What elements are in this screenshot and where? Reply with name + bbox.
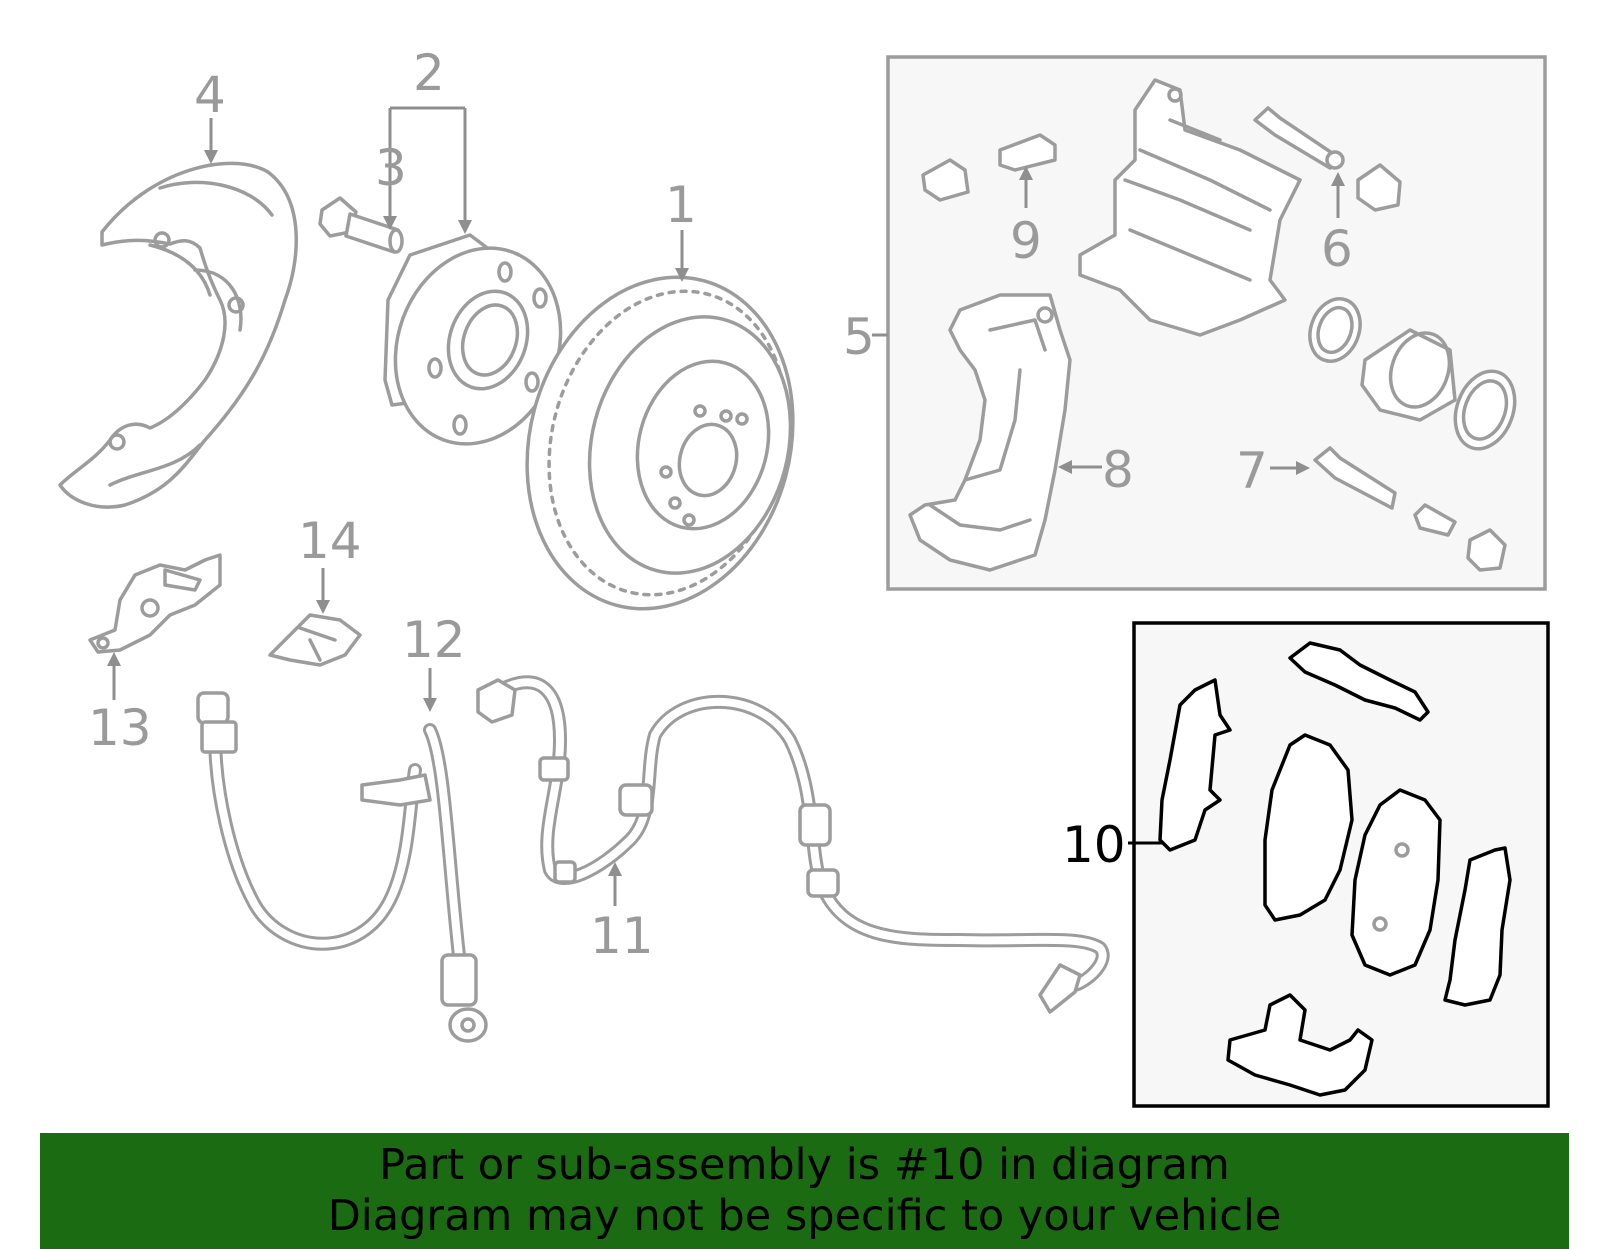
callout-13: 13 [88, 699, 152, 757]
hub-bearing-part [383, 233, 563, 446]
callout-12: 12 [402, 611, 466, 669]
info-banner: Part or sub-assembly is #10 in diagram D… [40, 1133, 1569, 1249]
callout-5: 5 [843, 308, 875, 366]
banner-line-2: Diagram may not be specific to your vehi… [327, 1191, 1282, 1241]
brake-pad-inner [1263, 733, 1354, 922]
bracket-part-13 [88, 553, 222, 654]
callout-8: 8 [1102, 441, 1134, 499]
abs-sensor-wire-part [476, 675, 1110, 1014]
pad-clip-right [1443, 846, 1512, 1007]
callout-2: 2 [413, 44, 445, 102]
pad-shim-bottom [1226, 993, 1374, 1097]
callout-11: 11 [590, 907, 654, 965]
pad-clip-left [1158, 678, 1232, 852]
banner-line-1: Part or sub-assembly is #10 in diagram [379, 1140, 1230, 1190]
callout-3: 3 [375, 139, 407, 197]
callout-7: 7 [1236, 442, 1268, 500]
callout-6: 6 [1321, 220, 1353, 278]
callout-10: 10 [1062, 816, 1126, 874]
callout-leaders [107, 106, 1345, 906]
brake-hose-part [196, 691, 488, 1043]
callout-1: 1 [665, 176, 697, 234]
pad-shim-top [1288, 641, 1430, 722]
parts-diagram: 1 2 3 4 5 6 7 8 9 10 11 12 13 14 [58, 44, 1550, 1108]
callout-14: 14 [298, 512, 362, 570]
brake-pad-set-part [1158, 641, 1512, 1097]
hub-bolt-part [318, 196, 404, 254]
callout-4: 4 [194, 66, 226, 124]
brake-rotor-part [525, 275, 795, 611]
splash-shield-part [58, 161, 298, 509]
clip-part-14 [268, 613, 362, 667]
callout-9: 9 [1010, 212, 1042, 270]
caliper-assembly-parts [908, 78, 1517, 572]
